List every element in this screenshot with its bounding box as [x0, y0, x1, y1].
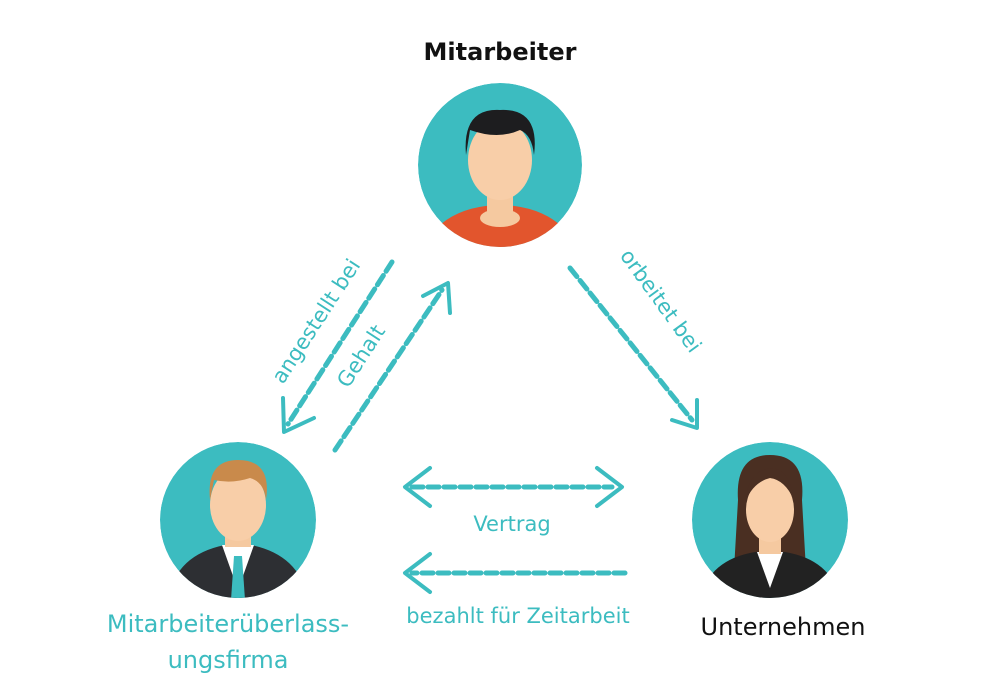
- company-label: Unternehmen: [701, 613, 866, 641]
- arrow-salary: [332, 281, 452, 453]
- label-pays: bezahlt für Zeitarbeit: [406, 604, 629, 628]
- label-contract: Vertrag: [473, 512, 550, 536]
- arrow-works-at: [567, 265, 699, 430]
- arrow-employed-at: [281, 259, 395, 434]
- agency-label-line2: ungsfirma: [168, 646, 289, 674]
- employee-label: Mitarbeiter: [424, 38, 577, 66]
- company-avatar: [692, 442, 848, 598]
- agency-label-line1: Mitarbeiterüberlass-: [107, 610, 349, 638]
- arrow-contract: [403, 466, 624, 508]
- agency-avatar: [160, 442, 316, 598]
- arrow-pays: [403, 552, 628, 594]
- employee-avatar: [418, 83, 582, 247]
